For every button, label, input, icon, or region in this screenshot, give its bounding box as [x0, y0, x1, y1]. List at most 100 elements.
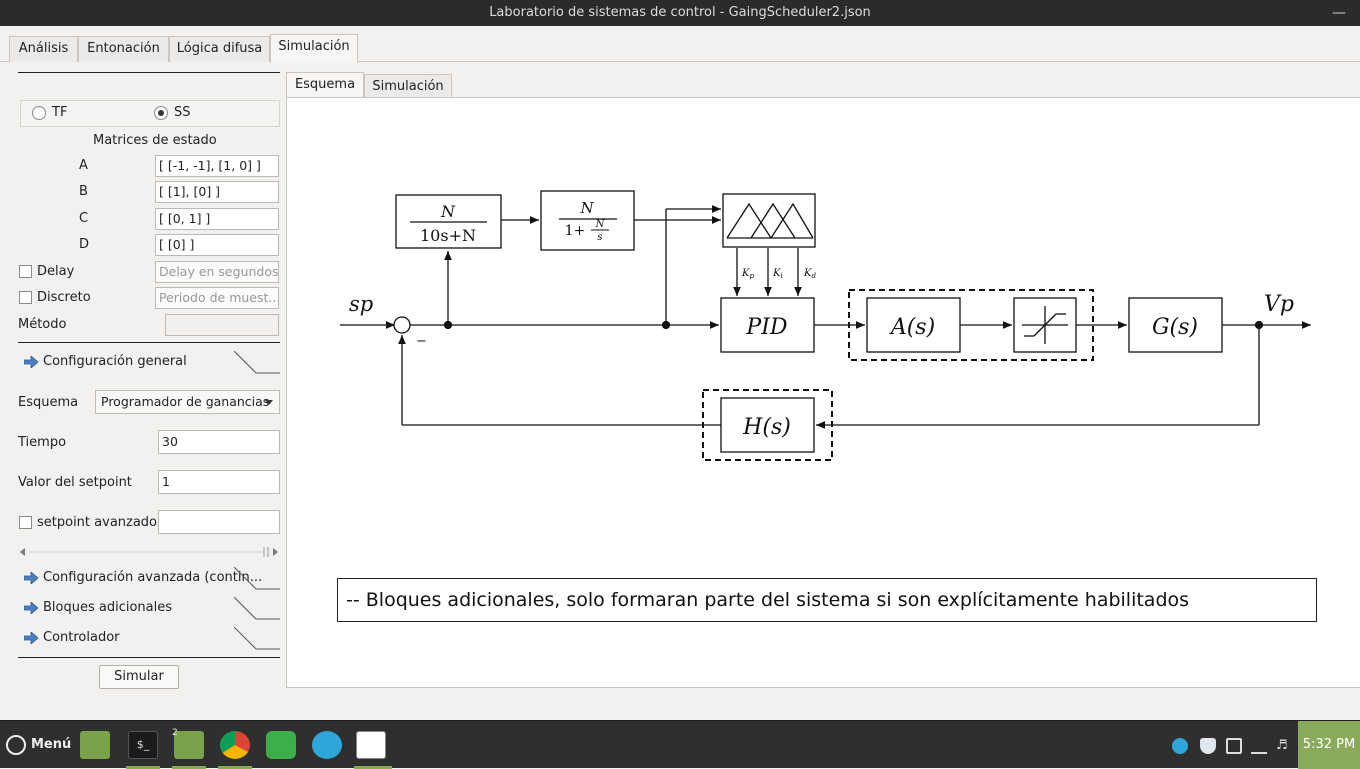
advanced-setpoint-checkbox[interactable] [19, 516, 32, 529]
scheme-value: Programador de ganancias [101, 394, 270, 409]
divider [18, 72, 280, 73]
input-sp-label: sp [349, 292, 373, 316]
expand-arrow-icon [24, 632, 38, 644]
section-tab-edge [234, 597, 280, 620]
matrix-b-label: B [79, 184, 88, 199]
tab-simulacion[interactable]: Simulación [270, 34, 358, 63]
tab-simulacion-sub[interactable]: Simulación [364, 74, 452, 98]
chrome-icon[interactable] [220, 731, 250, 759]
filter2-inner-denominator: s [597, 232, 602, 243]
pid-block-label: PID [745, 315, 787, 340]
section-advanced-label: Configuración avanzada (contin... [43, 570, 263, 585]
filter1-numerator: N [440, 202, 456, 221]
plant-block-label: G(s) [1152, 315, 1198, 340]
ss-radio[interactable] [154, 106, 168, 120]
chevron-down-icon [265, 400, 273, 405]
method-select[interactable] [165, 314, 279, 336]
advanced-setpoint-label: setpoint avanzado [37, 515, 158, 530]
setpoint-input[interactable]: 1 [158, 470, 280, 494]
actuator-block-label: A(s) [889, 315, 935, 340]
scheme-combobox[interactable]: Programador de ganancias [95, 390, 280, 414]
clipboard-tray-icon[interactable] [1226, 738, 1242, 754]
gain-kp-label: Kp [741, 268, 754, 280]
gain-kd-label: Kd [803, 268, 816, 280]
matrix-b-input[interactable]: [ [1], [0] ] [155, 181, 279, 203]
tf-radio[interactable] [32, 106, 46, 120]
advanced-setpoint-input[interactable] [158, 510, 280, 534]
scrollbar-arrows-icon [20, 547, 278, 557]
mint-menu-icon[interactable] [6, 735, 26, 755]
block-diagram: sp Vp − N 10s+N N 1+ N s Kp Ki Kd PID A(… [340, 190, 1311, 461]
window-title: Laboratorio de sistemas de control - Gai… [489, 5, 871, 20]
tf-label: TF [52, 105, 68, 120]
simulate-button[interactable]: Simular [99, 665, 179, 689]
sensor-block-label: H(s) [742, 415, 791, 440]
filter2-numerator: N [579, 199, 594, 217]
discrete-checkbox[interactable] [19, 291, 32, 304]
divider [18, 342, 280, 343]
section-controller-label: Controlador [43, 630, 120, 645]
matrix-a-input[interactable]: [ [-1, -1], [1, 0] ] [155, 155, 279, 177]
shield-app-icon[interactable] [266, 731, 296, 759]
method-label: Método [18, 317, 67, 332]
tab-esquema[interactable]: Esquema [286, 72, 364, 98]
main-tabbar: Análisis Entonación Lógica difusa Simula… [0, 26, 1360, 63]
section-tab-edge [234, 567, 280, 590]
minus-sign: − [416, 334, 427, 349]
matrix-d-label: D [79, 237, 90, 252]
right-panel: Esquema Simulación [286, 70, 1360, 688]
volume-icon[interactable]: ♬ [1276, 738, 1288, 753]
window-titlebar: Laboratorio de sistemas de control - Gai… [0, 0, 1360, 26]
model-type-group: TF SS [20, 100, 280, 127]
section-advanced-header[interactable]: Configuración avanzada (contin... [18, 565, 280, 593]
state-matrices-title: Matrices de estado [93, 133, 217, 148]
output-vp-label: Vp [1264, 292, 1294, 317]
telegram-tray-icon[interactable] [1172, 738, 1188, 754]
plot-app-icon[interactable] [356, 731, 386, 759]
files-badge: 2 [172, 728, 178, 738]
time-input[interactable]: 30 [158, 430, 280, 454]
delay-label: Delay [37, 264, 75, 279]
shield-tray-icon[interactable] [1200, 738, 1216, 754]
discrete-label: Discreto [37, 290, 91, 305]
matrix-a-label: A [79, 158, 88, 173]
section-tab-edge [234, 627, 280, 650]
matrix-c-label: C [79, 211, 89, 226]
tab-logica-difusa[interactable]: Lógica difusa [169, 36, 270, 62]
gain-ki-label: Ki [772, 268, 783, 280]
filter2-inner-numerator: N [595, 219, 606, 230]
terminal-icon[interactable]: $_ [128, 731, 158, 759]
ss-label: SS [174, 105, 191, 120]
network-tray-icon[interactable] [1251, 738, 1267, 754]
files-icon[interactable] [174, 731, 204, 759]
section-controller-header[interactable]: Controlador [18, 625, 280, 653]
horizontal-scrollbar[interactable] [18, 546, 280, 558]
filter1-denominator: 10s+N [420, 226, 476, 245]
delay-input[interactable]: Delay en segundos [155, 261, 279, 283]
schema-canvas: sp Vp − N 10s+N N 1+ N s Kp Ki Kd PID A(… [286, 97, 1360, 688]
scheme-label: Esquema [18, 395, 79, 410]
filter2-denominator-prefix: 1+ [565, 223, 586, 239]
tab-analisis[interactable]: Análisis [9, 36, 78, 62]
section-general-label: Configuración general [43, 354, 187, 369]
expand-arrow-icon [24, 602, 38, 614]
section-additional-header[interactable]: Bloques adicionales [18, 595, 280, 623]
time-label: Tiempo [18, 435, 67, 450]
menu-button[interactable]: Menú [31, 737, 72, 752]
expand-arrow-icon [24, 356, 38, 368]
matrix-c-input[interactable]: [ [0, 1] ] [155, 208, 279, 230]
clock[interactable]: 5:32 PM [1298, 721, 1360, 769]
left-panel: TF SS Matrices de estado A [ [-1, -1], [… [18, 62, 280, 692]
section-additional-label: Bloques adicionales [43, 600, 173, 615]
delay-checkbox[interactable] [19, 265, 32, 278]
expand-arrow-icon [24, 572, 38, 584]
divider [18, 657, 280, 658]
folder-icon[interactable] [80, 731, 110, 759]
additional-blocks-note: -- Bloques adicionales, solo formaran pa… [337, 578, 1317, 622]
telegram-icon[interactable] [312, 731, 342, 759]
minimize-icon[interactable]: — [1332, 5, 1346, 21]
sampling-period-input[interactable]: Periodo de muest... [155, 287, 279, 309]
matrix-d-input[interactable]: [ [0] ] [155, 234, 279, 256]
tab-entonacion[interactable]: Entonación [78, 36, 169, 62]
section-general-header[interactable]: Configuración general [18, 349, 280, 377]
